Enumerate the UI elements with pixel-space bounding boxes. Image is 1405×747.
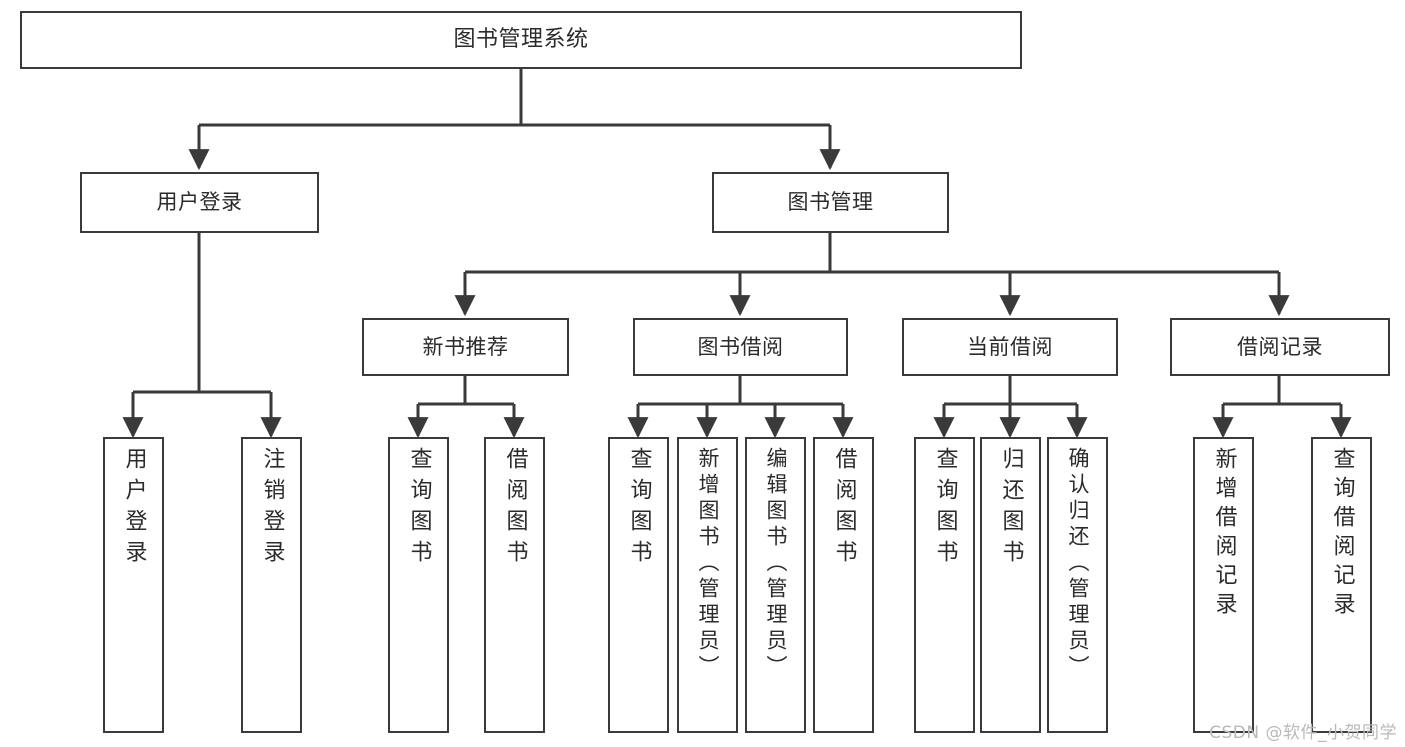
leaf-logout[interactable]: 注销登录 (241, 437, 302, 733)
node-label: 编辑图书（管理员） (764, 447, 788, 681)
node-label: 用户登录 (156, 190, 243, 215)
node-label: 借阅图书 (502, 447, 528, 571)
node-label: 图书管理 (787, 190, 874, 215)
leaf-query-book-current[interactable]: 查询图书 (914, 437, 975, 733)
leaf-user-login[interactable]: 用户登录 (103, 437, 164, 733)
leaf-borrow-book-new[interactable]: 借阅图书 (484, 437, 545, 733)
node-label: 归还图书 (998, 447, 1024, 571)
node-label: 确认归还（管理员） (1066, 447, 1090, 681)
node-label: 新增图书（管理员） (696, 447, 720, 681)
leaf-add-borrow-record[interactable]: 新增借阅记录 (1193, 437, 1254, 733)
node-label: 新书推荐 (422, 334, 509, 359)
node-label: 图书借阅 (697, 334, 784, 359)
node-label: 图书管理系统 (453, 27, 589, 53)
leaf-add-book-admin[interactable]: 新增图书（管理员） (677, 437, 738, 733)
node-label: 借阅图书 (831, 447, 857, 571)
leaf-query-book-new[interactable]: 查询图书 (388, 437, 449, 733)
node-label: 查询图书 (626, 447, 652, 571)
node-borrow-record[interactable]: 借阅记录 (1170, 318, 1390, 376)
node-label: 当前借阅 (967, 334, 1053, 359)
node-root-book-management-system[interactable]: 图书管理系统 (20, 11, 1022, 69)
leaf-edit-book-admin[interactable]: 编辑图书（管理员） (745, 437, 806, 733)
node-label: 查询借阅记录 (1329, 447, 1355, 621)
node-label: 查询图书 (932, 447, 958, 571)
node-label: 新增借阅记录 (1211, 447, 1237, 621)
node-label: 查询图书 (406, 447, 432, 571)
node-current-borrowing[interactable]: 当前借阅 (902, 318, 1118, 376)
node-label: 借阅记录 (1237, 334, 1323, 359)
node-label: 用户登录 (121, 447, 147, 571)
node-label: 注销登录 (259, 447, 285, 571)
node-book-management[interactable]: 图书管理 (712, 172, 949, 233)
csdn-watermark: CSDN @软件_小贺同学 (1209, 723, 1397, 743)
leaf-query-borrow-record[interactable]: 查询借阅记录 (1311, 437, 1372, 733)
leaf-confirm-return-admin[interactable]: 确认归还（管理员） (1047, 437, 1108, 733)
leaf-borrow-book[interactable]: 借阅图书 (813, 437, 874, 733)
node-new-book-recommendation[interactable]: 新书推荐 (362, 318, 569, 376)
node-user-login[interactable]: 用户登录 (80, 172, 319, 233)
node-book-borrowing[interactable]: 图书借阅 (633, 318, 848, 376)
leaf-return-book[interactable]: 归还图书 (980, 437, 1041, 733)
leaf-query-book-borrow[interactable]: 查询图书 (608, 437, 669, 733)
